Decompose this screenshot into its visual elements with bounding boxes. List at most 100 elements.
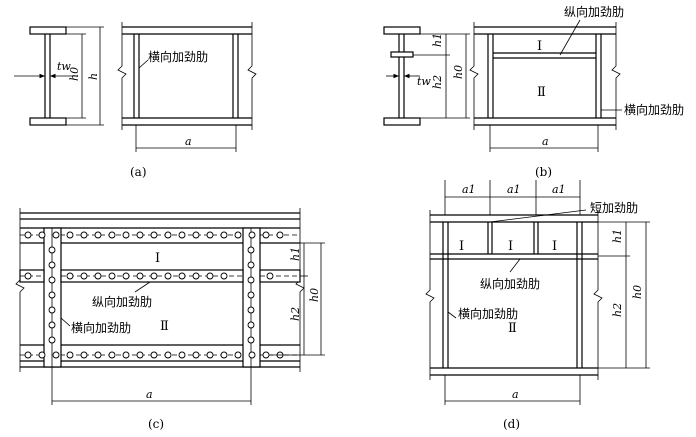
rivet	[122, 231, 130, 239]
rivet	[38, 231, 46, 239]
caption-d: (d)	[503, 417, 520, 431]
h0-symbol-d: h0	[631, 285, 644, 299]
rivet	[48, 306, 56, 314]
rivet	[206, 351, 214, 359]
rivet	[192, 272, 200, 280]
rivet	[247, 246, 255, 254]
short-label-d: 短加劲肋	[590, 200, 638, 215]
h2-symbol-b: h2	[431, 75, 444, 89]
region-2-b: Ⅱ	[537, 85, 546, 100]
a-symbol-a: a	[185, 135, 192, 148]
rivet	[48, 336, 56, 344]
rivet	[80, 231, 88, 239]
h-symbol-a: h	[87, 73, 100, 80]
rivet	[94, 272, 102, 280]
rivet	[48, 321, 56, 329]
tw-symbol-a: tw	[57, 60, 71, 73]
rivet	[248, 351, 256, 359]
rivet-group-c	[24, 231, 284, 359]
rivet	[247, 306, 255, 314]
rivet	[108, 272, 116, 280]
longitudinal-label-c: 纵向加劲肋	[92, 294, 152, 309]
rivet	[220, 231, 228, 239]
a-symbol-c: a	[146, 388, 153, 401]
region-2-d: Ⅱ	[508, 321, 517, 336]
rivet	[24, 351, 32, 359]
rivet	[66, 351, 74, 359]
caption-b: (b)	[535, 165, 552, 179]
transverse-label-c: 横向加劲肋	[71, 320, 131, 335]
rivet	[66, 272, 74, 280]
rivet	[178, 231, 186, 239]
rivet	[192, 351, 200, 359]
a-symbol-b: a	[542, 135, 549, 148]
rivet	[66, 231, 74, 239]
girder-c	[15, 208, 305, 372]
elevation-d	[425, 210, 603, 380]
rivet	[247, 261, 255, 269]
h1-symbol-d: h1	[611, 229, 624, 243]
rivet	[150, 272, 158, 280]
rivet	[80, 351, 88, 359]
h1-symbol-c: h1	[289, 247, 302, 261]
longitudinal-label-b: 纵向加劲肋	[564, 4, 624, 19]
rivet	[276, 231, 284, 239]
rivet	[164, 231, 172, 239]
rivet	[38, 351, 46, 359]
rivet	[52, 231, 60, 239]
panel-d: a1 a1 a1 短加劲肋 Ⅰ Ⅰ Ⅰ Ⅱ 纵向加劲肋 横向加劲肋 h1 h2 …	[425, 180, 650, 431]
a-symbol-d: a	[512, 388, 519, 401]
a1-symbol-d-1: a1	[462, 183, 476, 196]
rivet	[262, 351, 270, 359]
rivet	[94, 231, 102, 239]
rivet	[48, 291, 56, 299]
panel-a: tw h0 h 横向加劲肋 a (a)	[14, 22, 257, 179]
rivet	[206, 272, 214, 280]
rivet	[192, 231, 200, 239]
rivet	[108, 351, 116, 359]
rivet	[247, 291, 255, 299]
rivet	[247, 276, 255, 284]
rivet	[24, 272, 32, 280]
rivet	[164, 272, 172, 280]
rivet	[48, 261, 56, 269]
h0-symbol-a: h0	[68, 67, 81, 81]
rivet	[206, 231, 214, 239]
a1-symbol-d-3: a1	[552, 183, 566, 196]
rivet	[122, 272, 130, 280]
rivet	[266, 272, 274, 280]
region-2-c: Ⅱ	[160, 319, 169, 334]
rivet	[108, 231, 116, 239]
a1-symbol-d-2: a1	[507, 183, 521, 196]
h0-symbol-b: h0	[452, 65, 465, 79]
transverse-label-a: 横向加劲肋	[148, 49, 208, 64]
transverse-label-b: 横向加劲肋	[624, 102, 684, 117]
rivet	[136, 272, 144, 280]
rivet	[262, 231, 270, 239]
rivet	[178, 272, 186, 280]
panel-c: h1 h2 h0 Ⅰ Ⅱ 纵向加劲肋 横向加劲肋 a (c)	[15, 208, 325, 431]
h2-symbol-d: h2	[611, 303, 624, 317]
h1-symbol-b: h1	[431, 33, 444, 47]
rivet	[136, 351, 144, 359]
rivet	[24, 231, 32, 239]
caption-a: (a)	[130, 165, 147, 179]
rivet	[220, 351, 228, 359]
rivet	[150, 231, 158, 239]
region-1a-d: Ⅰ	[459, 239, 464, 254]
rivet	[178, 351, 186, 359]
rivet	[48, 276, 56, 284]
rivet	[150, 351, 158, 359]
rivet	[52, 351, 60, 359]
transverse-label-d: 横向加劲肋	[458, 306, 518, 321]
region-1-c: Ⅰ	[155, 251, 160, 266]
region-1-b: Ⅰ	[537, 39, 542, 54]
longitudinal-label-d: 纵向加劲肋	[480, 276, 540, 291]
rivet	[247, 336, 255, 344]
rivet	[164, 351, 172, 359]
rivet	[136, 231, 144, 239]
tw-symbol-b: tw	[417, 75, 431, 88]
rivet	[94, 351, 102, 359]
region-1b-d: Ⅰ	[508, 239, 513, 254]
